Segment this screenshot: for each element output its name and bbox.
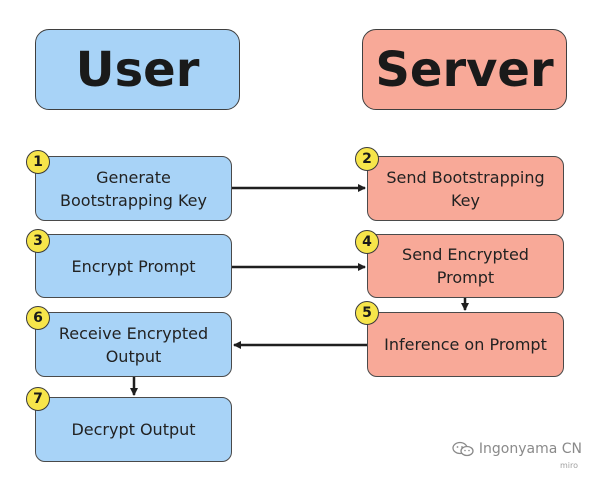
step-2-badge: 2 (355, 147, 379, 171)
step-3-box: Encrypt Prompt (35, 234, 232, 298)
step-2-label: Send Bootstrapping Key (386, 167, 545, 210)
step-6-box: Receive Encrypted Output (35, 312, 232, 377)
step-5-label: Inference on Prompt (384, 335, 547, 354)
step-6-badge: 6 (26, 306, 50, 330)
step-3-badge: 3 (26, 229, 50, 253)
server-header: Server (362, 29, 567, 110)
watermark: Ingonyama CN (452, 441, 582, 457)
step-6-label: Receive Encrypted Output (58, 323, 209, 366)
step-4-badge: 4 (355, 230, 379, 254)
user-header: User (35, 29, 240, 110)
step-7-box: Decrypt Output (35, 397, 232, 462)
step-1-label: Generate Bootstrapping Key (60, 167, 207, 210)
wechat-icon (452, 441, 474, 457)
step-3-label: Encrypt Prompt (71, 256, 196, 276)
watermark-text: Ingonyama CN (478, 441, 582, 457)
step-1-badge: 1 (26, 150, 50, 174)
watermark-sub: miro (559, 461, 578, 470)
step-4-box: Send Encrypted Prompt (367, 234, 564, 298)
step-5-box: Inference on Prompt (367, 312, 564, 377)
step-1-box: Generate Bootstrapping Key (35, 156, 232, 221)
step-7-label: Decrypt Output (71, 420, 196, 439)
step-4-label: Send Encrypted Prompt (402, 245, 529, 287)
step-5-badge: 5 (355, 301, 379, 325)
step-2-box: Send Bootstrapping Key (367, 156, 564, 221)
step-7-badge: 7 (26, 387, 50, 411)
